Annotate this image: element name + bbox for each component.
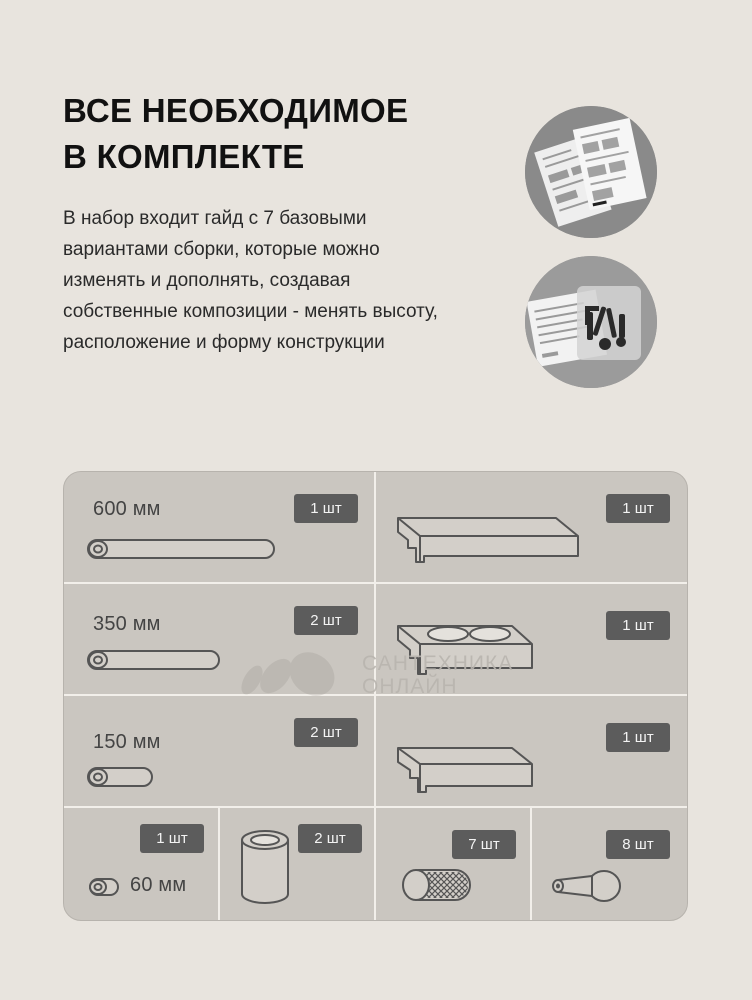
cap-qty-badge: 8 шт bbox=[606, 830, 670, 859]
watermark-text: САНТЕХНИКА ОНЛАЙН bbox=[362, 652, 513, 698]
part-end-cap: 8 шт bbox=[532, 808, 687, 920]
guide-sheets-image bbox=[525, 106, 657, 238]
rod-60-length: 60 мм bbox=[130, 874, 187, 896]
title-line-2: В КОМПЛЕКТЕ bbox=[63, 138, 305, 175]
rod-150-qty-badge: 2 шт bbox=[294, 718, 358, 747]
connector-icon bbox=[402, 869, 471, 901]
rod-600-icon bbox=[87, 539, 275, 559]
watermark-line-2: ОНЛАЙН bbox=[362, 675, 458, 698]
rod-600-length: 600 мм bbox=[93, 498, 161, 520]
part-rod-600: 600 мм 1 шт bbox=[64, 472, 376, 584]
part-connector: 7 шт bbox=[376, 808, 532, 920]
sleeve-qty-badge: 2 шт bbox=[298, 824, 362, 853]
shelf-small-icon bbox=[397, 747, 533, 793]
sleeve-icon bbox=[241, 830, 289, 904]
connector-qty-badge: 7 шт bbox=[452, 830, 516, 859]
rod-60-qty-badge: 1 шт bbox=[140, 824, 204, 853]
rod-600-qty-badge: 1 шт bbox=[294, 494, 358, 523]
part-shelf-holes: 1 шт bbox=[376, 584, 687, 696]
part-shelf-small: 1 шт bbox=[376, 696, 687, 808]
rod-150-icon bbox=[87, 767, 153, 787]
rod-60-icon bbox=[89, 878, 119, 896]
shelf-small-qty-badge: 1 шт bbox=[606, 723, 670, 752]
part-sleeve: 2 шт bbox=[220, 808, 376, 920]
shelf-large-qty-badge: 1 шт bbox=[606, 494, 670, 523]
part-rod-350: 350 мм 2 шт bbox=[64, 584, 376, 696]
shelf-large-icon bbox=[397, 517, 579, 563]
shelf-holes-icon bbox=[397, 625, 533, 675]
shelf-holes-qty-badge: 1 шт bbox=[606, 611, 670, 640]
description-text: В набор входит гайд с 7 базовыми вариант… bbox=[63, 208, 438, 353]
rod-150-length: 150 мм bbox=[93, 731, 161, 753]
page-title: ВСЕ НЕОБХОДИМОЕ В КОМПЛЕКТЕ bbox=[63, 88, 463, 180]
part-rod-150: 150 мм 2 шт bbox=[64, 696, 376, 808]
watermark-line-1: САНТЕХНИКА bbox=[362, 652, 514, 675]
rod-350-icon bbox=[87, 650, 220, 670]
title-line-1: ВСЕ НЕОБХОДИМОЕ bbox=[63, 92, 409, 129]
part-rod-60: 1 шт 60 мм bbox=[64, 808, 220, 920]
rod-350-qty-badge: 2 шт bbox=[294, 606, 358, 635]
hardware-bag-image bbox=[525, 256, 657, 388]
part-shelf-large: 1 шт bbox=[376, 472, 687, 584]
rod-350-length: 350 мм bbox=[93, 613, 161, 635]
cap-icon bbox=[552, 870, 621, 902]
parts-grid: 600 мм 1 шт 1 шт 350 мм 2 шт bbox=[63, 471, 688, 921]
